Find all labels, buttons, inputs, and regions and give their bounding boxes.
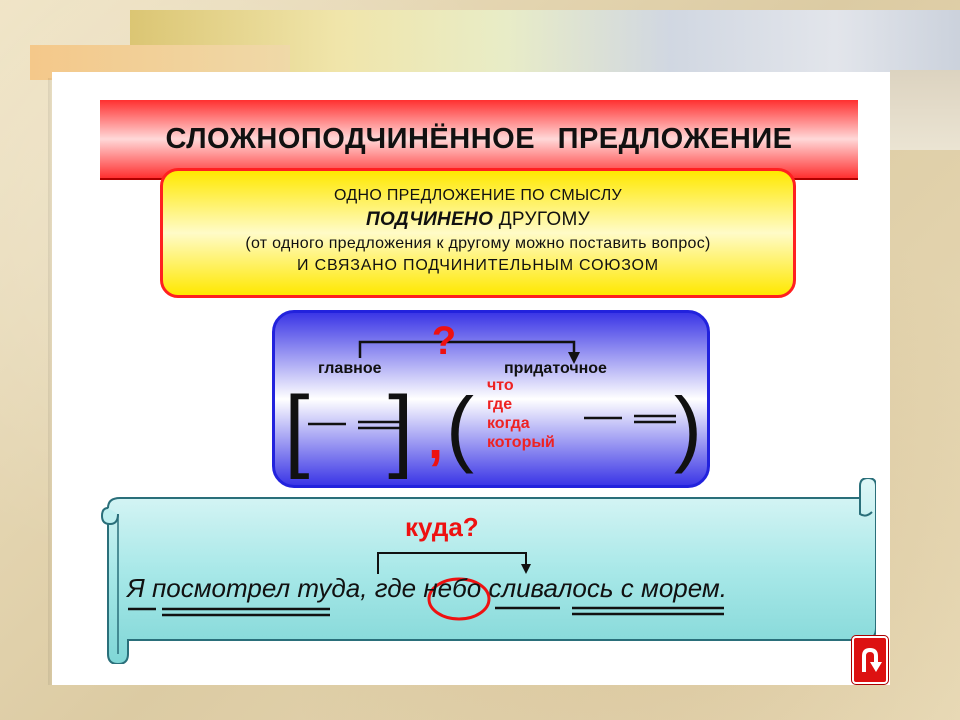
scheme-question-mark: ? [432, 319, 456, 363]
sub-clause-label: придаточное [504, 360, 607, 377]
conjunction-item: который [487, 434, 555, 451]
sub-clause-close-paren: ) [674, 380, 702, 474]
return-arrow-icon [862, 647, 882, 672]
corner-decoration [890, 70, 960, 150]
sentence-word: с [620, 573, 634, 603]
slide-title: СЛОЖНОПОДЧИНЁННОЕ ПРЕДЛОЖЕНИЕ [165, 122, 793, 155]
slide-shadow [48, 78, 54, 685]
conjunction-item: что [487, 377, 514, 394]
example-question: куда? [405, 512, 479, 542]
definition-line-2: ПОДЧИНЕНО ДРУГОМУ [163, 207, 793, 233]
scheme-connector-line [358, 340, 576, 358]
main-clause-open-bracket: [ [284, 378, 310, 480]
sub-clause-open-paren: ( [446, 380, 474, 474]
conjunction-item: где [487, 396, 513, 413]
sentence-word: туда, [297, 573, 368, 603]
sentence-word: посмотрел [151, 573, 291, 603]
main-clause-label: главное [318, 360, 382, 377]
example-connector-line [377, 552, 527, 574]
conjunction-item: когда [487, 415, 530, 432]
example-connector-arrow [521, 564, 531, 574]
conjunction-list: что где когда который [487, 376, 555, 452]
conjunction-circle [427, 577, 491, 621]
clause-comma: , [428, 410, 443, 470]
title-bar: СЛОЖНОПОДЧИНЁННОЕ ПРЕДЛОЖЕНИЕ [100, 100, 858, 180]
definition-line-2-rest: ДРУГОМУ [498, 209, 590, 230]
scheme-connector-arrow [568, 352, 580, 364]
sentence-word: где [374, 573, 417, 603]
definition-keyword: ПОДЧИНЕНО [366, 209, 494, 230]
scheme-box [272, 310, 710, 488]
definition-line-1: ОДНО ПРЕДЛОЖЕНИЕ ПО СМЫСЛУ [333, 187, 622, 204]
sentence-word: небо [423, 573, 482, 603]
example-scroll [100, 478, 876, 664]
definition-line-3: (от одного предложения к другому можно п… [245, 235, 711, 252]
example-sentence: Я посмотрел туда, где небо сливалось с м… [127, 573, 727, 604]
return-button[interactable] [852, 636, 888, 684]
definition-line-4: И СВЯЗАНО ПОДЧИНИТЕЛЬНЫМ СОЮЗОМ [297, 257, 659, 274]
definition-box: ОДНО ПРЕДЛОЖЕНИЕ ПО СМЫСЛУ ПОДЧИНЕНО ДРУ… [160, 168, 796, 298]
sentence-word: сливалось [488, 573, 614, 603]
sentence-word: морем. [641, 573, 727, 603]
sentence-word: Я [127, 573, 145, 603]
